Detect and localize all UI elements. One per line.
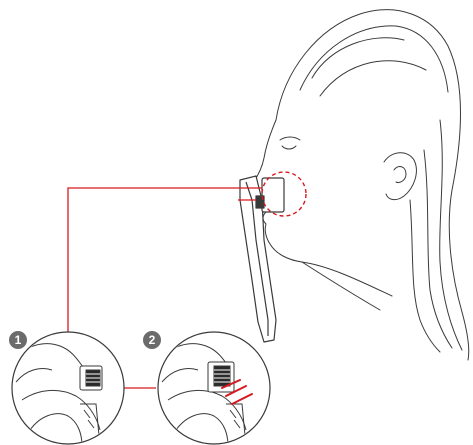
step-badge-1: 1 xyxy=(9,331,27,349)
detail-1 xyxy=(12,332,124,445)
hair-strand xyxy=(440,120,462,350)
hair-strand xyxy=(312,38,404,78)
step-badge-2-label: 2 xyxy=(149,333,156,347)
hair-strand xyxy=(320,61,426,96)
step-badge-2: 2 xyxy=(143,331,161,349)
neck-line xyxy=(302,262,380,310)
detail-2 xyxy=(158,332,270,445)
device xyxy=(240,176,284,342)
step-badge-1-label: 1 xyxy=(15,333,22,347)
detail-1-frame xyxy=(12,332,124,444)
ear-inner xyxy=(394,167,406,183)
ear-outline xyxy=(384,153,416,200)
eye-lash xyxy=(282,146,296,149)
hair-strand xyxy=(424,150,452,348)
hair-strand xyxy=(410,200,440,352)
connector-top xyxy=(68,188,262,336)
eye-icon xyxy=(280,137,300,140)
